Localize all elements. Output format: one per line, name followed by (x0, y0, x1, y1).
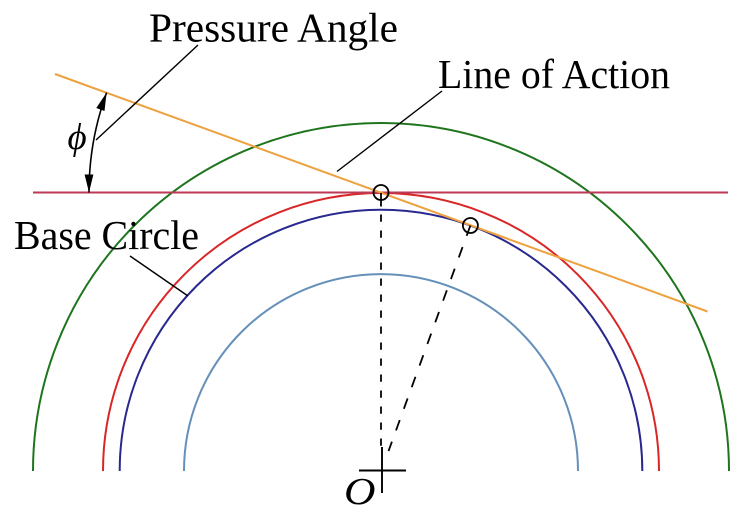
svg-text:ϕ: ϕ (68, 117, 87, 158)
svg-text:Base Circle: Base Circle (14, 212, 199, 258)
svg-text:Line of Action: Line of Action (438, 51, 670, 97)
svg-text:O: O (344, 471, 376, 512)
svg-text:Pressure Angle: Pressure Angle (149, 5, 398, 51)
